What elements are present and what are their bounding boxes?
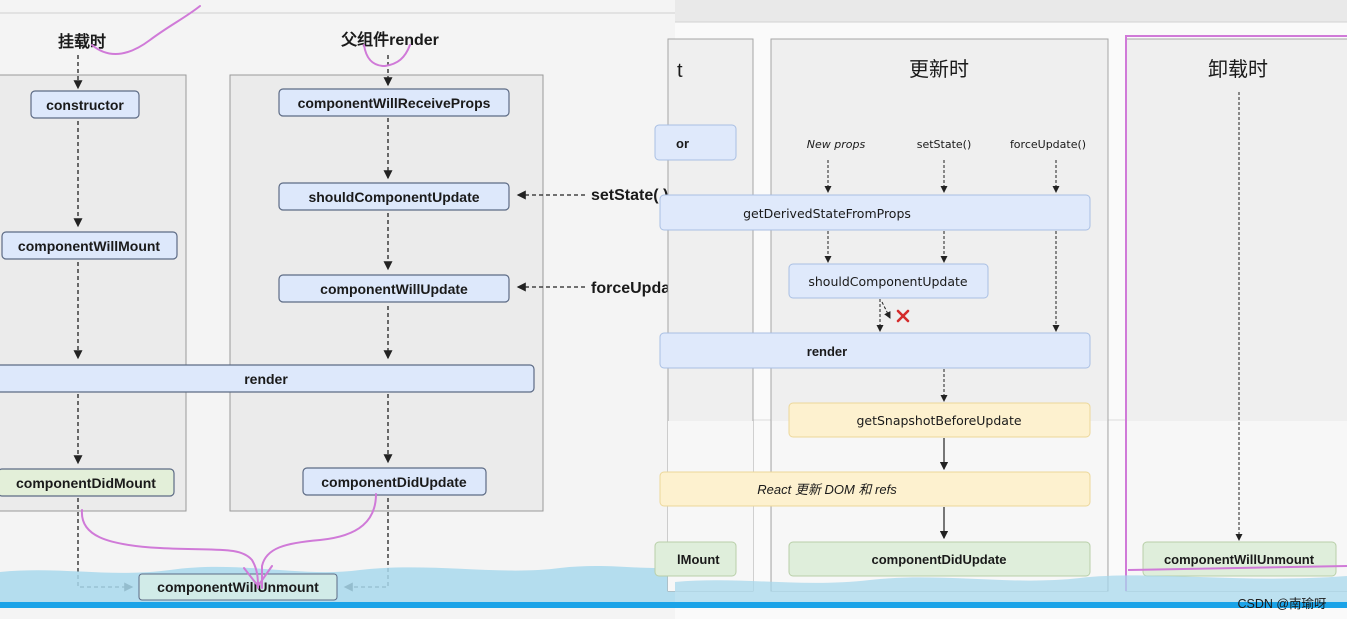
component-will-unmount-label: componentWillUnmount (157, 579, 319, 595)
unmount-highlight-annotation (1125, 35, 1347, 591)
render-box-new: render (659, 332, 1091, 369)
react-update-dom-box: React 更新 DOM 和 refs (659, 471, 1091, 507)
component-will-update-label: componentWillUpdate (320, 281, 468, 297)
constructor-box-partial: or (654, 124, 737, 161)
get-derived-state-label: getDerivedStateFromProps (743, 206, 911, 221)
get-snapshot-label: getSnapshotBeforeUpdate (856, 413, 1021, 428)
component-will-receive-props-label: componentWillReceiveProps (298, 95, 491, 111)
react-update-dom-label: React 更新 DOM 和 refs (757, 482, 897, 497)
render-box: render (0, 364, 535, 393)
component-will-unmount-box: componentWillUnmount (138, 573, 338, 601)
bottom-blue-bar (0, 602, 675, 608)
should-component-update-box-new: shouldComponentUpdate (788, 263, 989, 299)
get-snapshot-box: getSnapshotBeforeUpdate (788, 402, 1091, 438)
component-will-receive-props-box: componentWillReceiveProps (278, 88, 510, 117)
render-label-new: render (807, 344, 847, 359)
constructor-label: constructor (46, 97, 124, 113)
left-lifecycle-diagram: 挂载时 父组件render constructor componentWillM… (0, 0, 676, 619)
component-will-mount-label: componentWillMount (18, 238, 161, 254)
component-did-update-label-new: componentDidUpdate (871, 552, 1006, 567)
mount-phase-panel (0, 74, 187, 512)
water-decoration-right (675, 575, 1347, 604)
watermark: CSDN @南瑜呀 (1237, 596, 1326, 611)
mount-phase-label: 挂载时 (58, 32, 106, 51)
component-did-mount-box: componentDidMount (0, 468, 175, 497)
component-did-mount-fragment-label: lMount (677, 552, 720, 567)
blocked-cross-icon (896, 309, 910, 323)
component-did-mount-label: componentDidMount (16, 475, 156, 491)
pink-annotations (80, 5, 411, 589)
constructor-box: constructor (30, 90, 140, 119)
unmount-phase-header: 卸载时 (1208, 58, 1268, 81)
parent-render-label: 父组件render (340, 30, 439, 49)
component-did-update-box: componentDidUpdate (302, 467, 487, 496)
component-will-unmount-label-new: componentWillUnmount (1164, 552, 1315, 567)
right-lifecycle-diagram: t 更新时 卸载时 New props setState() forceUpda… (654, 0, 1347, 619)
should-component-update-box: shouldComponentUpdate (278, 182, 510, 211)
component-will-unmount-box-new: componentWillUnmount (1142, 541, 1337, 577)
set-state-trigger: setState() (917, 138, 972, 151)
new-props-trigger: New props (807, 138, 866, 151)
component-did-update-label: componentDidUpdate (321, 474, 467, 490)
force-update-trigger: forceUpdate() (1010, 138, 1086, 151)
force-update-trigger-label: forceUpdat (591, 280, 676, 297)
should-component-update-label: shouldComponentUpdate (308, 189, 479, 205)
component-did-update-box-new: componentDidUpdate (788, 541, 1091, 577)
render-label: render (244, 371, 288, 387)
constructor-fragment-label: or (676, 136, 689, 151)
update-phase-header: 更新时 (909, 58, 969, 81)
bottom-blue-bar-right (675, 602, 1347, 608)
mount-header-fragment: t (677, 60, 683, 82)
component-will-mount-box: componentWillMount (1, 231, 178, 260)
set-state-trigger-label: setState( ) (591, 187, 668, 204)
get-derived-state-box: getDerivedStateFromProps (659, 194, 1091, 231)
should-component-update-label-new: shouldComponentUpdate (808, 274, 968, 289)
component-did-mount-box-partial: lMount (654, 541, 737, 577)
component-will-update-box: componentWillUpdate (278, 274, 510, 303)
